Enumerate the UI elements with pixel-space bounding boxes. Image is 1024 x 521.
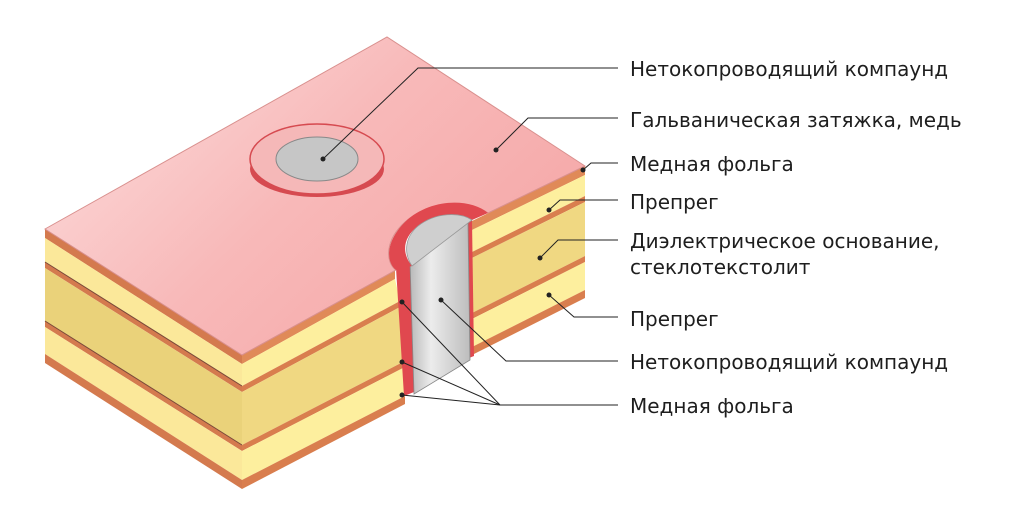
front-copper-bottom bbox=[45, 354, 242, 489]
side-copper-inner-1 bbox=[242, 301, 400, 392]
via-half-ring bbox=[389, 202, 488, 270]
label-copper-foil-top: Медная фольга bbox=[630, 152, 794, 176]
via-half-ring-inner bbox=[406, 214, 473, 267]
front-copper-inner-1 bbox=[45, 262, 242, 392]
side-prepreg-bottom bbox=[242, 368, 405, 480]
via-plating-left bbox=[396, 266, 414, 396]
via-pad bbox=[249, 123, 385, 197]
front-face-layers bbox=[44, 229, 243, 489]
front-copper-top bbox=[45, 229, 242, 364]
side-face-layers-right bbox=[470, 166, 585, 356]
labels: Нетокопроводящий компаунд Гальваническая… bbox=[630, 57, 962, 418]
side-prepreg-top-right bbox=[470, 175, 585, 253]
side-dielectric-right bbox=[470, 202, 585, 314]
front-prepreg-top bbox=[45, 238, 242, 386]
front-prepreg-bottom bbox=[45, 327, 242, 480]
label-copper-foil-bottom: Медная фольга bbox=[630, 394, 794, 418]
side-copper-inner-1-right bbox=[470, 196, 585, 259]
label-dielectric-line-1: Диэлектрическое основание, bbox=[630, 229, 940, 253]
side-prepreg-bottom-right bbox=[470, 262, 585, 348]
side-dielectric bbox=[242, 307, 403, 445]
label-compound-top: Нетокопроводящий компаунд bbox=[630, 57, 948, 81]
side-prepreg-top bbox=[242, 279, 400, 386]
label-compound-bottom: Нетокопроводящий компаунд bbox=[630, 350, 948, 374]
leader-lines bbox=[320, 67, 618, 406]
side-face-layers-left bbox=[242, 270, 405, 489]
side-copper-inner-2 bbox=[242, 362, 403, 451]
side-copper-top bbox=[242, 270, 395, 364]
label-galvanic-plating: Гальваническая затяжка, медь bbox=[630, 108, 962, 132]
side-copper-inner-2-right bbox=[470, 256, 585, 320]
front-dielectric bbox=[45, 268, 242, 445]
via-pad-compound bbox=[275, 136, 359, 182]
label-prepreg-bottom: Препрег bbox=[630, 307, 719, 331]
label-prepreg-top: Препрег bbox=[630, 190, 719, 214]
via-cut bbox=[396, 220, 474, 396]
side-copper-bottom bbox=[242, 396, 405, 489]
label-dielectric-line-2: стеклотекстолит bbox=[630, 255, 811, 279]
side-copper-top-right bbox=[470, 166, 585, 231]
side-copper-bottom-right bbox=[470, 290, 585, 356]
front-copper-inner-2 bbox=[45, 321, 242, 451]
